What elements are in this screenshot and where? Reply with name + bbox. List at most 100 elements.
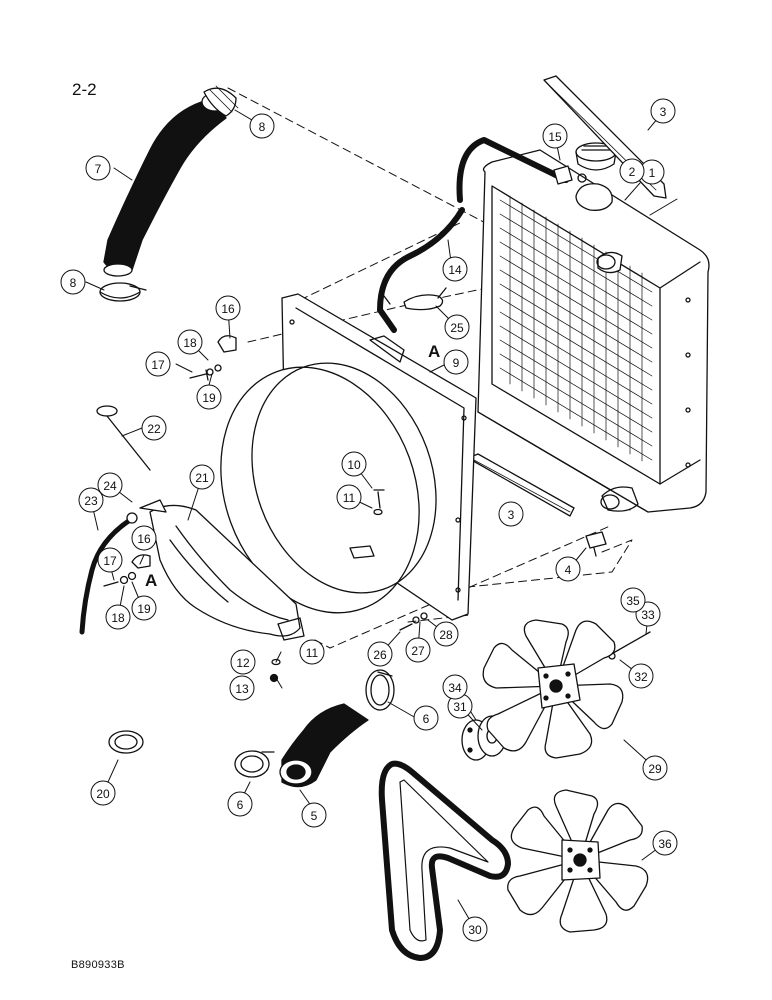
callout-text: 5 <box>311 809 318 823</box>
callout-circle <box>555 556 581 582</box>
callout-circle <box>60 269 86 295</box>
callout-circle <box>249 113 275 139</box>
fan-29 <box>482 619 624 759</box>
callout-text: 24 <box>103 479 117 493</box>
callout-circle <box>215 295 241 321</box>
callout-circle <box>90 780 116 806</box>
callout-text: 30 <box>468 923 482 937</box>
callout-circle <box>336 484 362 510</box>
drive-belt <box>378 760 511 961</box>
radiator <box>477 149 710 513</box>
callout-text: 20 <box>96 787 110 801</box>
callout-text: 36 <box>658 837 672 851</box>
callout-text: 16 <box>221 302 235 316</box>
callout-circle <box>227 791 253 817</box>
drain-cock <box>585 531 607 557</box>
hose-strap <box>403 287 447 311</box>
fan-shroud <box>220 293 477 621</box>
callout-circle <box>405 637 431 663</box>
callout-circle <box>650 98 676 124</box>
hose-clamp-20 <box>108 730 144 754</box>
callout-text: 16 <box>137 532 151 546</box>
callout-text: 29 <box>648 762 662 776</box>
fan-36 <box>507 789 649 933</box>
callout-circle <box>367 641 393 667</box>
callout-circle <box>433 621 459 647</box>
callout-circle <box>652 830 678 856</box>
view-marker-a-upper: A <box>428 342 440 361</box>
callout-circle <box>189 464 215 490</box>
callout-text: 1 <box>649 166 656 180</box>
callout-text: 34 <box>448 681 462 695</box>
callout-text: 33 <box>641 608 655 622</box>
callout-text: 4 <box>565 563 572 577</box>
callout-text: 11 <box>343 491 356 505</box>
callout-circle <box>442 674 468 700</box>
callout-circle <box>97 547 123 573</box>
callout-circle <box>131 595 157 621</box>
callout-circle <box>498 501 524 527</box>
callout-circle <box>642 755 668 781</box>
callout-circle <box>462 916 488 942</box>
callout-circle <box>620 587 646 613</box>
hose-clamp-lower-left <box>99 282 147 302</box>
reservoir-hose <box>79 512 138 635</box>
callout-circle <box>301 802 327 828</box>
callout-circle <box>85 155 111 181</box>
callout-text: 10 <box>347 458 361 472</box>
callout-text: 21 <box>195 471 209 485</box>
callout-text: 31 <box>453 700 467 714</box>
callout-circle <box>105 604 131 630</box>
callout-circle <box>542 123 568 149</box>
callout-circle <box>413 705 439 731</box>
callout-circle <box>177 329 203 355</box>
callout-circle <box>78 487 104 513</box>
callout-text: 27 <box>411 644 425 658</box>
callout-text: 17 <box>103 554 117 568</box>
callout-text: 7 <box>95 162 102 176</box>
callout-text: 23 <box>84 494 98 508</box>
lower-radiator-hose <box>279 703 369 788</box>
hose-clamp-6a <box>365 669 395 711</box>
callout-circle <box>628 663 654 689</box>
callout-text: 15 <box>548 130 562 144</box>
hose-clamp-6b <box>234 750 275 778</box>
callout-circle <box>97 472 123 498</box>
view-marker-a-lower: A <box>145 571 157 590</box>
callout-circle <box>443 349 469 375</box>
callout-text: 14 <box>448 263 462 277</box>
callout-text: 2 <box>629 165 636 179</box>
callout-text: 9 <box>453 356 460 370</box>
callout-text: 35 <box>626 594 640 608</box>
callout-text: 26 <box>373 648 387 662</box>
callout-text: 18 <box>183 336 197 350</box>
callout-text: 6 <box>423 712 430 726</box>
overflow-hose <box>377 137 569 333</box>
upper-radiator-hose <box>103 92 229 277</box>
coolant-reservoir <box>149 504 305 641</box>
callout-text: 6 <box>237 798 244 812</box>
callout-text: 3 <box>508 508 515 522</box>
callout-text: 32 <box>634 670 648 684</box>
callout-text: 25 <box>450 321 464 335</box>
callout-group: 1 2 3 3 4 5 6 6 7 8 8 9 10 11 <box>60 98 678 942</box>
callout-circle <box>145 351 171 377</box>
radiator-cap <box>575 142 617 183</box>
callout-text: 12 <box>236 656 250 670</box>
callout-text: 3 <box>660 105 667 119</box>
page-number: 2-2 <box>72 80 97 99</box>
callout-text: 8 <box>259 120 266 134</box>
callout-text: 19 <box>202 391 216 405</box>
illustration-reference-code: B890933B <box>71 959 125 971</box>
callout-text: 13 <box>235 682 249 696</box>
hose-clamp-upper <box>203 85 239 117</box>
callout-circle <box>299 639 325 665</box>
radiator-bottom-bracket <box>467 453 575 517</box>
callout-text: 17 <box>151 358 165 372</box>
callout-circle <box>444 314 470 340</box>
callout-circle <box>131 525 157 551</box>
callout-circle <box>619 158 645 184</box>
callout-circle <box>341 451 367 477</box>
